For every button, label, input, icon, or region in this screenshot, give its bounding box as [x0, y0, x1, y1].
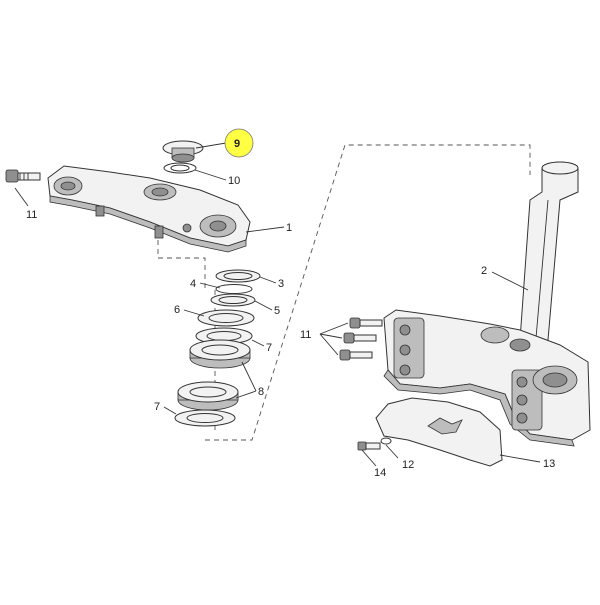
callout-1[interactable]: 1 [286, 222, 292, 234]
bolts-11-right[interactable] [339, 317, 383, 361]
ring-nut-part-3[interactable] [215, 269, 261, 283]
ring-part-5[interactable] [210, 293, 256, 307]
callout-12[interactable]: 12 [402, 459, 414, 471]
callout-10[interactable]: 10 [228, 175, 240, 187]
bolt-part-14[interactable] [357, 441, 381, 451]
bearing-part-8-upper[interactable] [189, 339, 251, 369]
lower-yoke-part-2[interactable] [383, 309, 591, 447]
washer-part-12[interactable] [380, 437, 392, 445]
bolt-11-left[interactable] [5, 169, 41, 183]
dust-seal-part-6[interactable] [197, 309, 255, 327]
callout-2[interactable]: 2 [481, 265, 487, 277]
upper-yoke-part-1[interactable] [47, 165, 251, 253]
cover-plate-part-13[interactable] [375, 397, 503, 467]
callout-11-left[interactable]: 11 [26, 209, 37, 221]
callout-13[interactable]: 13 [543, 458, 555, 470]
washer-part-10[interactable] [163, 162, 197, 174]
callout-5[interactable]: 5 [274, 305, 280, 317]
callout-4[interactable]: 4 [190, 278, 196, 290]
callout-14[interactable]: 14 [374, 467, 386, 479]
washer-part-4[interactable] [215, 284, 253, 294]
callout-7-upper[interactable]: 7 [266, 342, 272, 354]
callout-9[interactable]: 9 [234, 138, 240, 150]
callout-6[interactable]: 6 [174, 304, 180, 316]
nut-part-9[interactable] [162, 140, 204, 163]
callout-3[interactable]: 3 [278, 278, 284, 290]
highlight-marker [224, 128, 254, 158]
callout-8[interactable]: 8 [258, 386, 264, 398]
leader-lines [14, 142, 541, 467]
callout-labels: 9 10 1 11 3 4 5 6 7 8 7 2 11 12 14 13 [26, 138, 555, 479]
seal-part-7-lower[interactable] [174, 409, 236, 427]
bearing-part-8-lower[interactable] [177, 381, 239, 411]
callout-7-lower[interactable]: 7 [154, 401, 160, 413]
assembly-guide-lines [157, 144, 531, 441]
steering-stem-part-2[interactable] [519, 161, 579, 341]
callout-11-right[interactable]: 11 [300, 329, 311, 341]
